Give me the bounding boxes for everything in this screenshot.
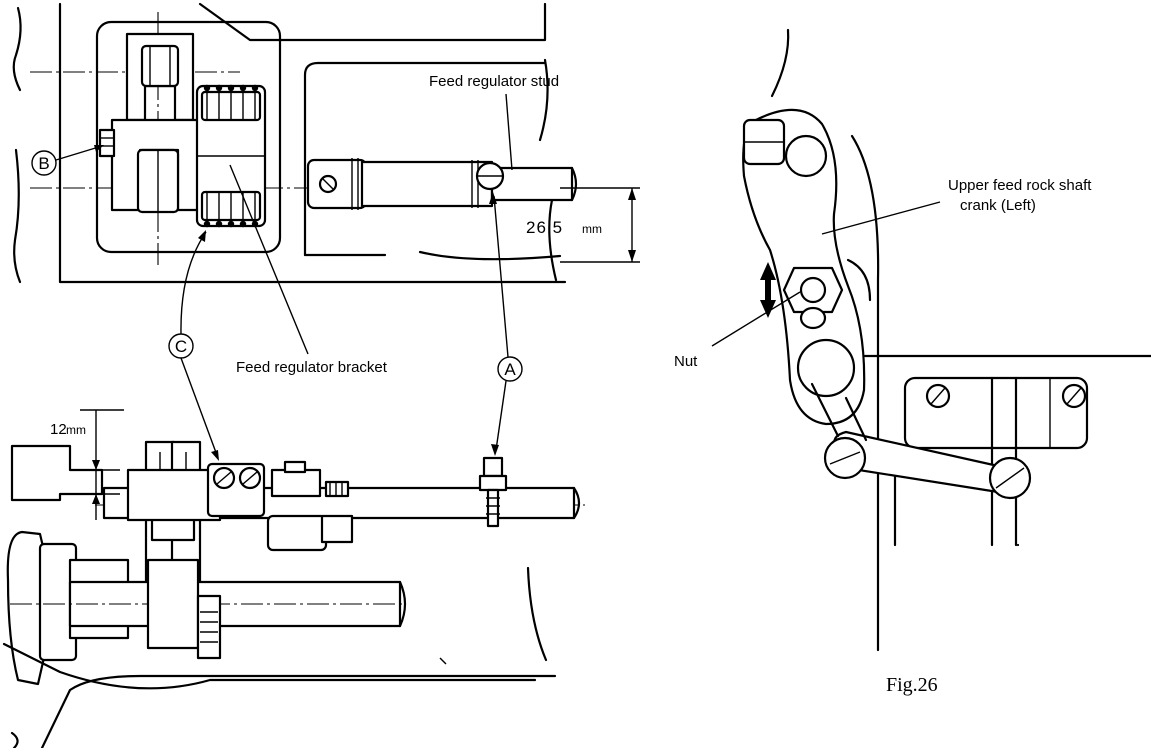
callout-a-arrowhead-bottom xyxy=(491,444,499,456)
feed-regulator-stud-label: Feed regulator stud xyxy=(429,73,559,90)
nut-label: Nut xyxy=(674,353,698,370)
callout-c-leader-top xyxy=(180,231,207,335)
crank-label-line1: Upper feed rock shaft xyxy=(948,177,1092,194)
crank-view xyxy=(742,28,1151,652)
callout-b-arrowhead xyxy=(94,145,104,152)
callout-b-label: B xyxy=(38,154,49,173)
feed-regulator-bracket-leader xyxy=(229,164,309,355)
callout-a-label: A xyxy=(504,360,516,379)
figure-caption: Fig.26 xyxy=(886,674,938,696)
nut-label-leader xyxy=(711,291,801,347)
callout-a-circle xyxy=(497,356,523,382)
gap-dimension-value: 12 xyxy=(50,421,67,438)
feed-regulator-bracket-label: Feed regulator bracket xyxy=(236,359,388,376)
callout-a-leader-top xyxy=(493,195,509,358)
crank-label-line2: crank (Left) xyxy=(960,197,1036,214)
feed-regulator-stud-leader xyxy=(505,93,513,171)
crank-label-leader xyxy=(821,201,941,235)
adjust-direction-arrow-icon xyxy=(760,262,776,318)
callout-b-leader xyxy=(55,145,103,161)
callout-c-arrowhead-bottom xyxy=(211,450,219,461)
callout-a-leader-bottom xyxy=(495,380,507,451)
stud-offset-unit: mm xyxy=(582,222,602,236)
gap-dimension-unit: mm xyxy=(66,423,86,437)
callout-c-label: C xyxy=(175,337,187,356)
callout-a-arrowhead-top xyxy=(489,192,497,204)
stud-offset-value: 26.5 xyxy=(526,218,563,237)
callout-c-arrowhead-top xyxy=(198,230,206,242)
top-view xyxy=(12,2,640,284)
callout-c-leader-bottom xyxy=(180,357,219,459)
callout-b-circle xyxy=(31,150,57,176)
side-view xyxy=(2,409,585,750)
